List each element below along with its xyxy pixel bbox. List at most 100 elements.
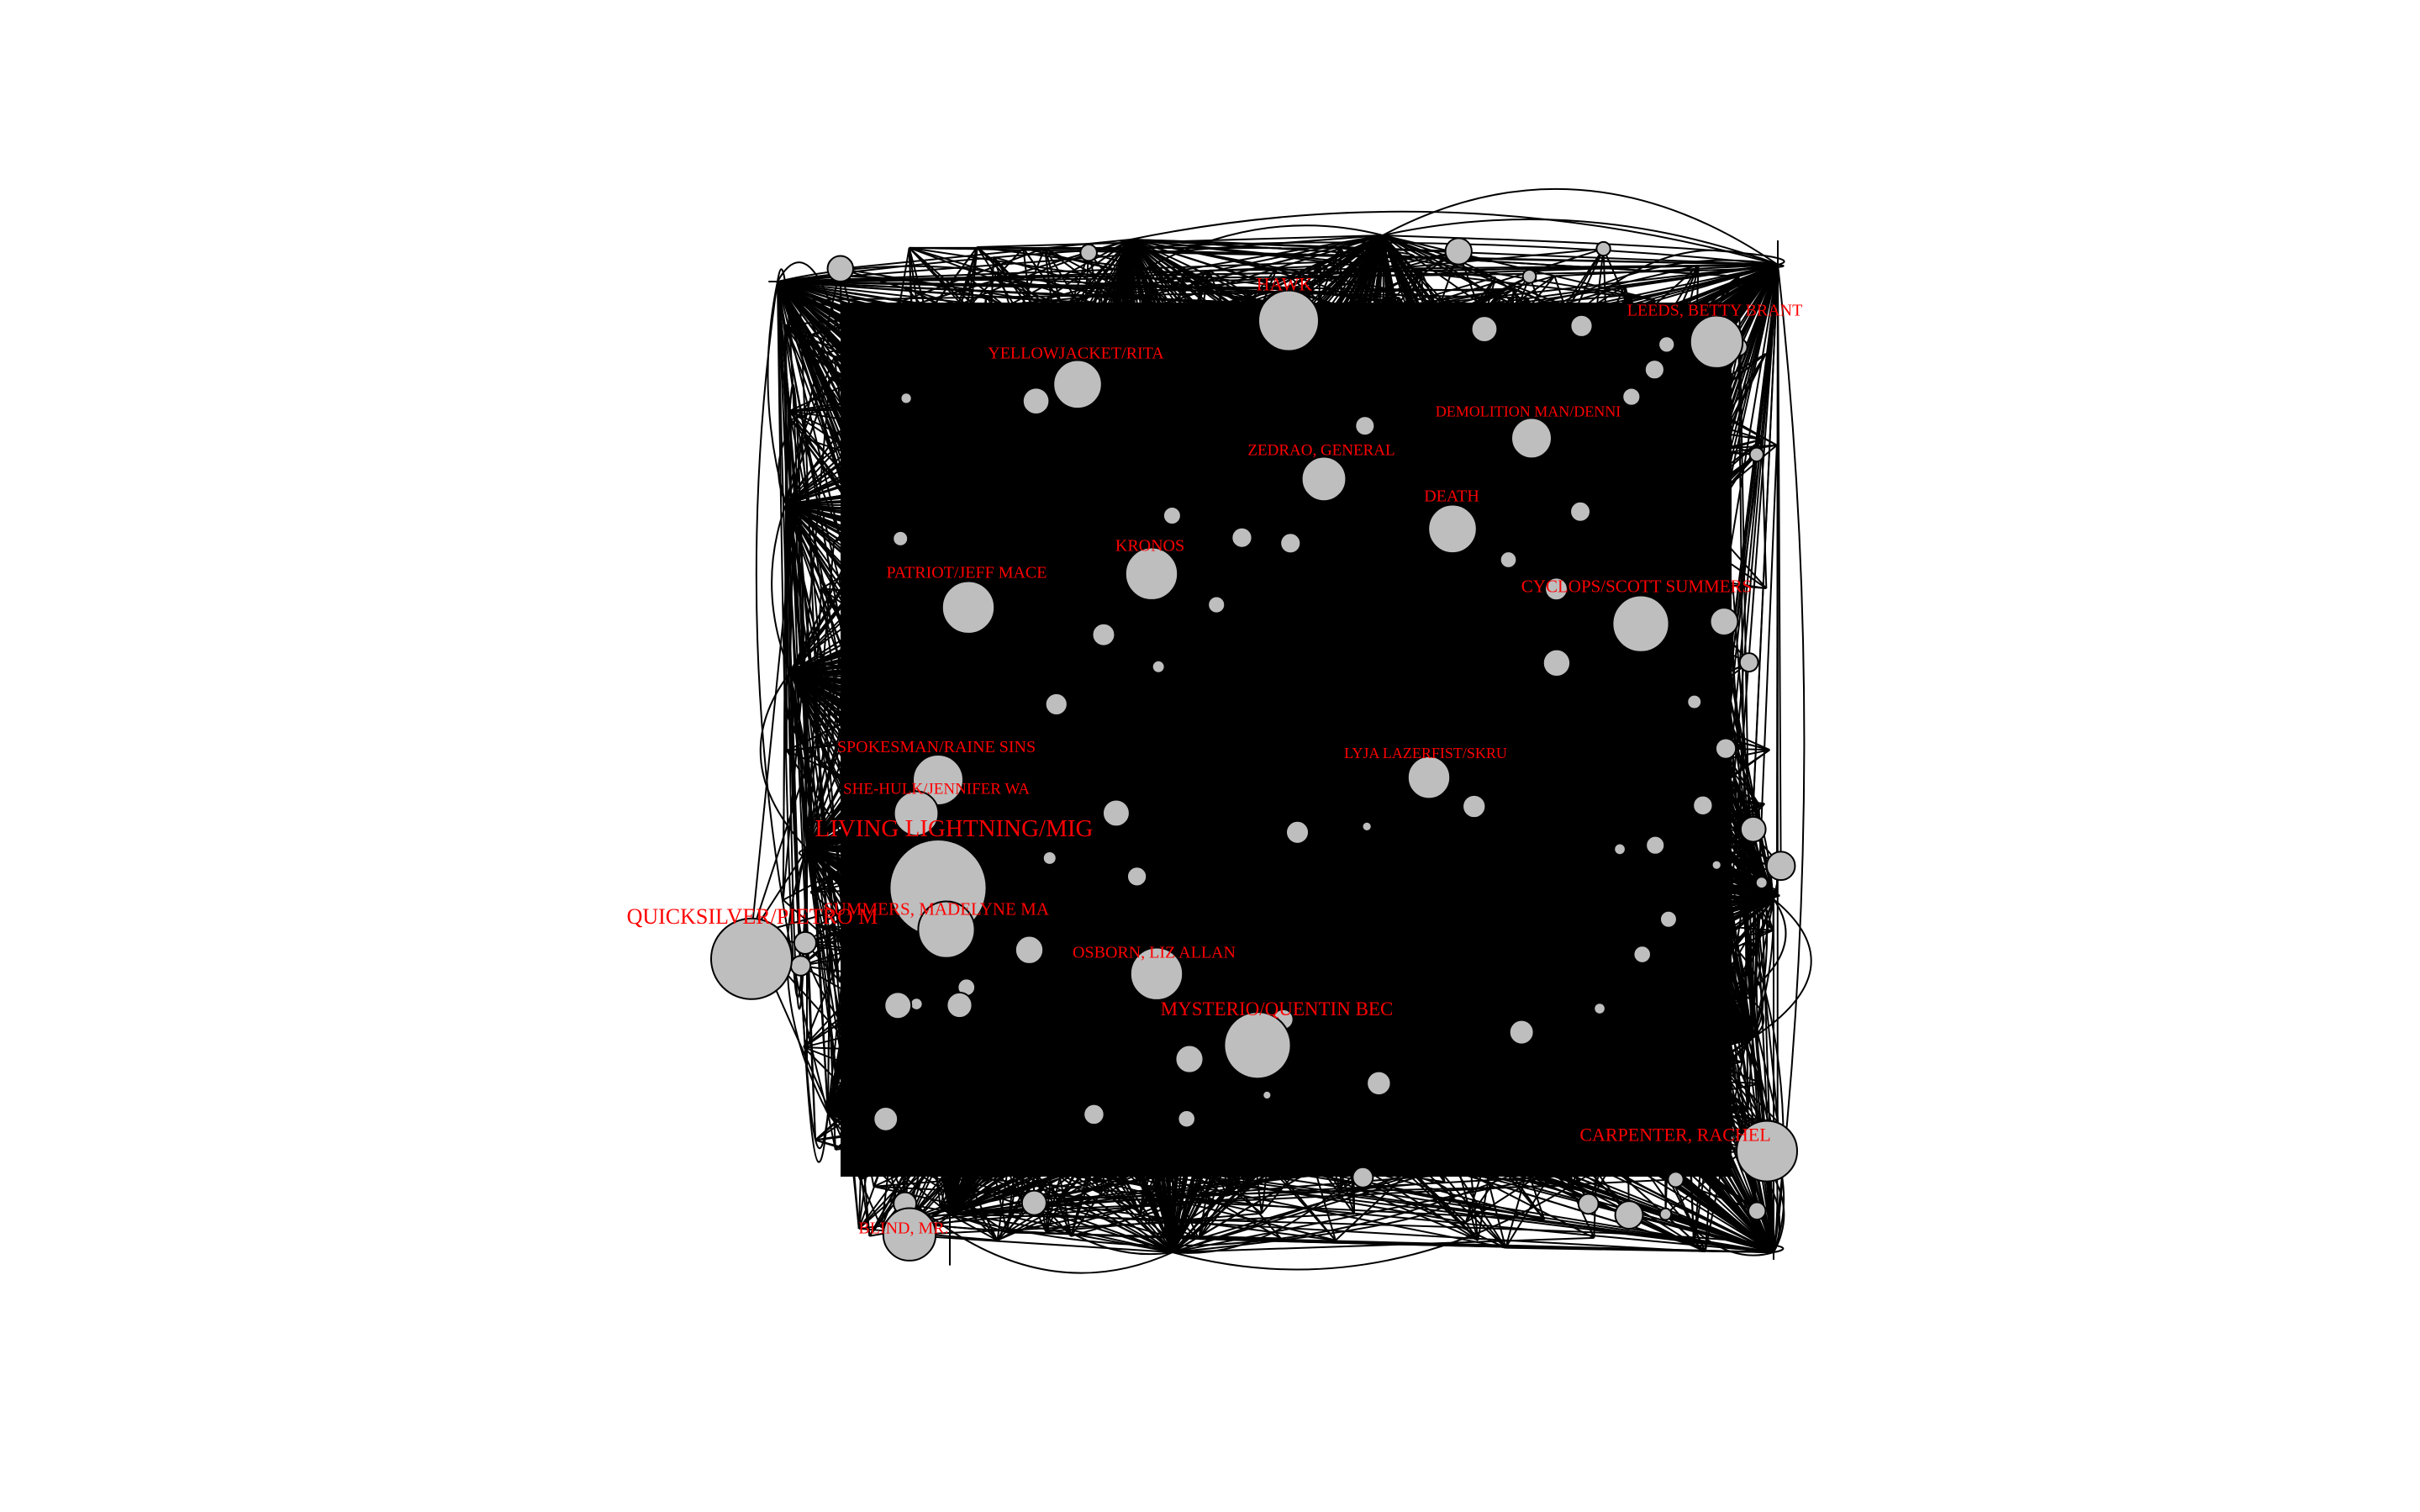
edge-layer xyxy=(751,187,1812,1274)
minor-node xyxy=(1748,446,1764,462)
minor-node xyxy=(1174,1044,1205,1074)
minor-node xyxy=(1361,820,1373,833)
edge xyxy=(777,264,1779,282)
minor-node xyxy=(1658,909,1678,929)
edge xyxy=(789,672,829,1163)
minor-node xyxy=(1658,1207,1673,1221)
minor-node xyxy=(793,930,817,955)
node-kronos xyxy=(1124,546,1179,601)
minor-node xyxy=(1645,835,1666,856)
minor-node xyxy=(1738,652,1759,673)
minor-node xyxy=(1613,842,1627,856)
node-patriot-jeff-mace xyxy=(941,580,996,635)
edge xyxy=(777,261,1321,282)
edge xyxy=(804,848,808,943)
edge xyxy=(949,1214,1008,1234)
edge xyxy=(1464,1221,1479,1241)
node-summers-madelyne xyxy=(917,900,976,959)
node-label-lyja: LYJA LAZERFIST/SKRU xyxy=(1344,745,1507,761)
minor-node xyxy=(1711,859,1722,871)
edge xyxy=(1704,898,1774,1252)
minor-node xyxy=(1754,876,1769,890)
edge xyxy=(789,672,808,850)
node-lyja xyxy=(1406,755,1452,800)
minor-node xyxy=(1079,243,1098,262)
minor-node xyxy=(883,991,913,1020)
edge xyxy=(1034,1202,1173,1253)
node-label-osborn-liz: OSBORN, LIZ ALLAN xyxy=(1073,944,1236,962)
edge xyxy=(1741,264,1779,1062)
minor-node xyxy=(1658,335,1676,354)
minor-node xyxy=(1101,798,1131,828)
minor-node xyxy=(1593,1002,1606,1015)
node-label-living-lightning: LIVING LIGHTNING/MIG xyxy=(815,815,1093,842)
node-carpenter-rachel xyxy=(1736,1120,1798,1183)
node-label-yellowjacket-rita: YELLOWJACKET/RITA xyxy=(988,344,1164,362)
minor-node xyxy=(1231,526,1253,549)
minor-node xyxy=(1614,1200,1644,1230)
edge xyxy=(949,1214,998,1241)
node-layer: HAWK LEEDS, BETTY BRANT YELLOWJACKET/RITA Z… xyxy=(627,237,1803,1262)
edge xyxy=(1747,1037,1753,1110)
edge xyxy=(1184,1170,1774,1253)
node-label-kronos: KRONOS xyxy=(1115,537,1184,556)
minor-node xyxy=(826,255,855,282)
minor-node xyxy=(1162,506,1182,526)
minor-node xyxy=(1544,577,1569,602)
minor-node xyxy=(1714,737,1737,760)
edge xyxy=(827,1113,836,1151)
node-blind-mr xyxy=(882,1207,937,1262)
node-she-hulk xyxy=(893,790,940,837)
minor-node xyxy=(1577,1193,1600,1215)
minor-node xyxy=(1444,237,1473,266)
node-label-cyclops-scott: CYCLOPS/SCOTT SUMMERS xyxy=(1521,577,1752,597)
edge xyxy=(1625,264,1779,287)
minor-node xyxy=(1041,850,1057,866)
edge xyxy=(777,281,792,420)
node-demolition-man xyxy=(1511,417,1553,460)
node-label-blind-mr: BLIND, MR. xyxy=(858,1220,948,1238)
edge xyxy=(1752,898,1812,1039)
minor-node xyxy=(1279,532,1302,555)
minor-node xyxy=(1354,415,1376,437)
node-quicksilver xyxy=(710,917,793,1000)
edge xyxy=(777,281,820,926)
node-label-zedrao-general: ZEDRAO, GENERAL xyxy=(1247,441,1395,459)
minor-node xyxy=(1020,1189,1047,1216)
node-label-demolition-man: DEMOLITION MAN/DENNI xyxy=(1436,403,1621,419)
minor-node xyxy=(1709,607,1739,637)
edge xyxy=(777,234,1384,282)
minor-node xyxy=(1083,1103,1105,1126)
minor-node xyxy=(1521,269,1537,284)
minor-node xyxy=(892,529,909,547)
node-osborn-liz xyxy=(1129,946,1184,1001)
minor-node xyxy=(1021,387,1051,416)
minor-node xyxy=(1595,240,1611,257)
minor-node xyxy=(1569,500,1592,523)
node-label-summers-madelyne: SUMMERS, MADELYNE MA xyxy=(824,899,1050,919)
edge xyxy=(881,1181,1445,1229)
minor-node xyxy=(1765,851,1796,882)
edge xyxy=(1288,234,1384,303)
node-label-leeds-betty-brant: LEEDS, BETTY BRANT xyxy=(1627,302,1803,320)
minor-node xyxy=(909,997,924,1011)
node-yellowjacket-rita xyxy=(1052,359,1103,410)
edge xyxy=(782,503,787,900)
minor-node xyxy=(1542,648,1572,678)
minor-node xyxy=(1462,793,1487,819)
edge xyxy=(909,246,1779,266)
node-label-she-hulk: SHE-HULK/JENNIFER WA xyxy=(843,780,1030,798)
edge xyxy=(977,234,1384,249)
minor-node xyxy=(1569,313,1594,338)
minor-node xyxy=(1044,692,1068,717)
minor-node xyxy=(1643,359,1665,381)
edge xyxy=(873,1185,1173,1253)
edge xyxy=(806,848,841,982)
node-label-hawk: HAWK xyxy=(1257,274,1313,295)
edge xyxy=(1172,1236,1595,1253)
edge xyxy=(903,1234,1173,1253)
minor-node xyxy=(1284,819,1310,845)
minor-node xyxy=(1499,551,1518,569)
edge xyxy=(1130,239,1655,301)
